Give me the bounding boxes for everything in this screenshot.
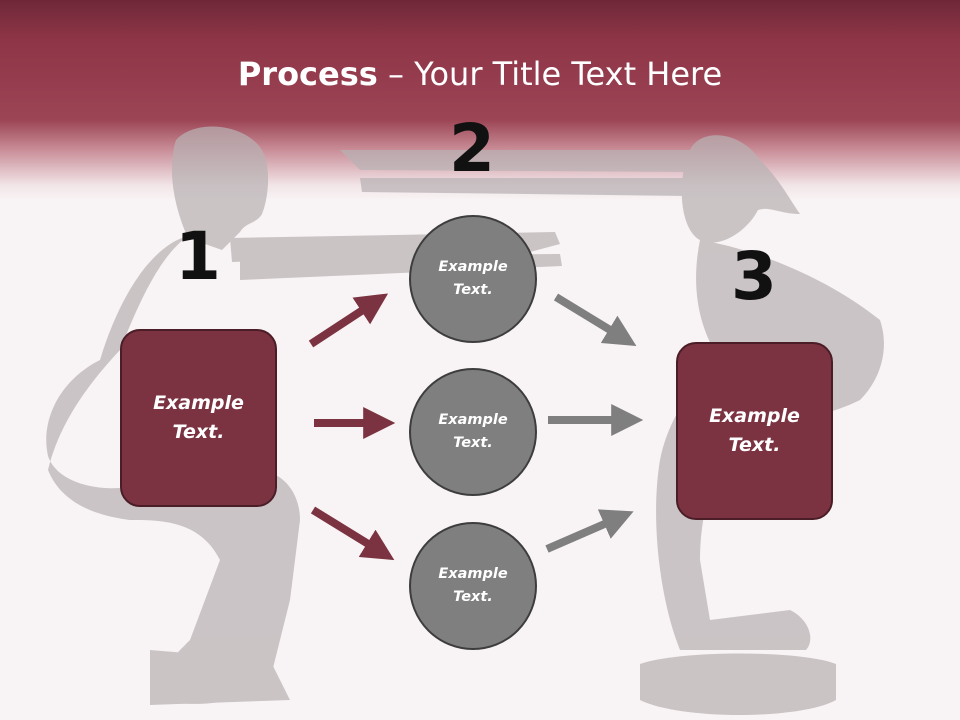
- step-2-circle-middle: Example Text.: [409, 368, 537, 496]
- step-2-circle-top: Example Text.: [409, 215, 537, 343]
- step-3-box-line1: Example: [709, 405, 800, 427]
- circle-middle-line1: Example: [438, 412, 508, 428]
- slide-title: Process – Your Title Text Here: [0, 52, 960, 96]
- step-1-box-line1: Example: [153, 392, 244, 414]
- step-1-box: Example Text.: [120, 329, 277, 507]
- arrow-down-right-gray: [553, 293, 637, 346]
- step-number-1: 1: [175, 218, 221, 295]
- circle-top-line1: Example: [438, 259, 508, 275]
- arrow-up-right-gray: [545, 509, 634, 553]
- step-number-2: 2: [449, 110, 495, 187]
- step-2-circle-bottom: Example Text.: [409, 522, 537, 650]
- title-rest: – Your Title Text Here: [377, 55, 723, 93]
- arrow-up-right-red: [308, 293, 389, 348]
- title-strong: Process: [237, 55, 378, 93]
- step-3-box-line2: Text.: [728, 434, 781, 456]
- step-number-3: 3: [731, 238, 777, 315]
- circle-bottom-line1: Example: [438, 566, 508, 582]
- circle-middle-line2: Text.: [453, 435, 493, 451]
- circle-top-line2: Text.: [453, 282, 493, 298]
- step-3-box: Example Text.: [676, 342, 833, 520]
- step-1-box-line2: Text.: [172, 421, 225, 443]
- circle-bottom-line2: Text.: [453, 589, 493, 605]
- arrow-down-right-red: [310, 506, 395, 561]
